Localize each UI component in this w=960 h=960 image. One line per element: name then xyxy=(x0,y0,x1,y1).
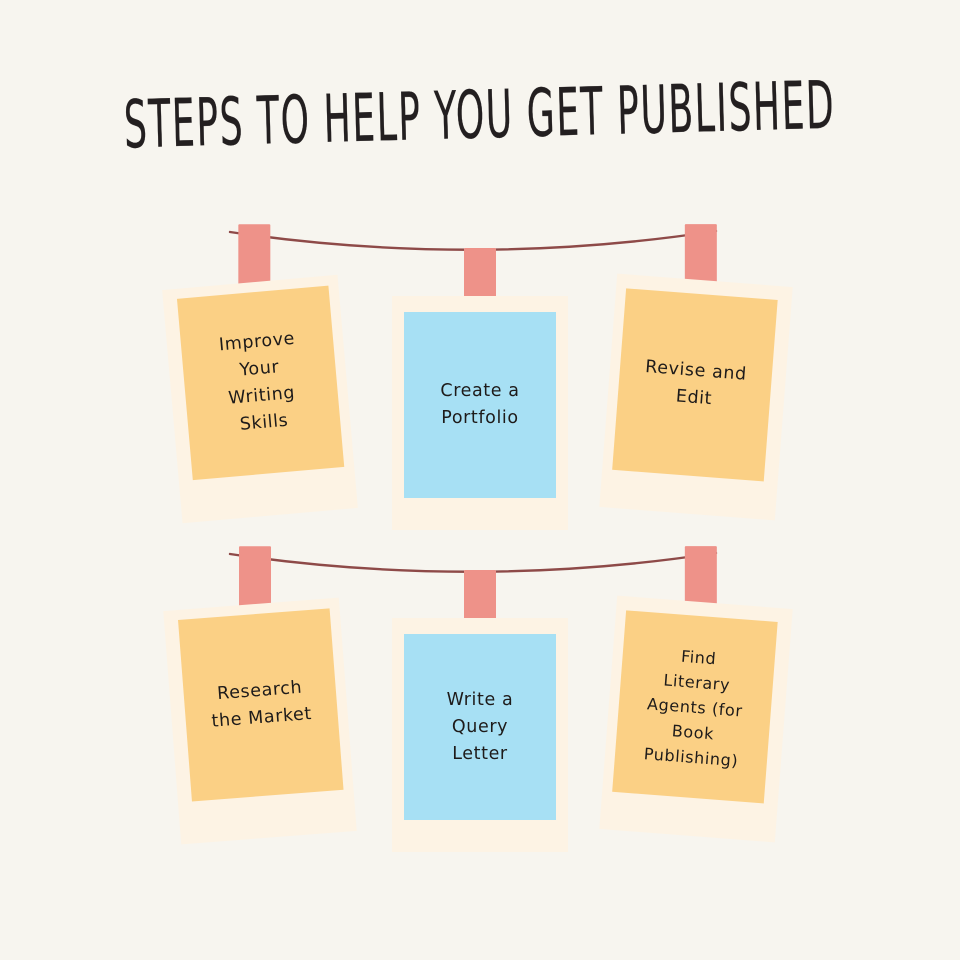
card-label: Improve Your Writing Skills xyxy=(218,328,296,435)
card-row-1: Improve Your Writing Skills Create a Por… xyxy=(0,220,960,560)
card-photo-area: Improve Your Writing Skills xyxy=(176,285,345,481)
card-photo-area: Write a Query Letter xyxy=(404,634,556,820)
card-find-literary-agents[interactable]: Find Literary Agents (for Book Publishin… xyxy=(599,546,793,843)
card-label: Create a Portfolio xyxy=(440,381,520,428)
card-label: Revise and Edit xyxy=(644,357,748,410)
card-label: Write a Query Letter xyxy=(446,689,514,764)
card-improve-your-writing-skills[interactable]: Improve Your Writing Skills xyxy=(162,224,358,524)
card-row-2: Research the Market Write a Query Letter… xyxy=(0,542,960,882)
card-photo-area: Research the Market xyxy=(178,608,344,802)
page-title-container: STEPS TO HELP YOU GET PUBLISHED xyxy=(0,67,960,164)
page-title-text: STEPS TO HELP YOU GET PUBLISHED xyxy=(123,66,837,164)
page-title: STEPS TO HELP YOU GET PUBLISHED xyxy=(35,67,926,164)
card-revise-and-edit[interactable]: Revise and Edit xyxy=(599,224,793,521)
card-research-the-market[interactable]: Research the Market xyxy=(163,546,357,845)
card-label: Find Literary Agents (for Book Publishin… xyxy=(643,646,744,770)
card-label: Research the Market xyxy=(210,677,313,732)
card-photo-area: Create a Portfolio xyxy=(404,312,556,498)
card-photo-area: Find Literary Agents (for Book Publishin… xyxy=(612,610,778,804)
card-write-a-query-letter[interactable]: Write a Query Letter xyxy=(392,570,568,852)
card-create-a-portfolio[interactable]: Create a Portfolio xyxy=(392,248,568,530)
card-photo-area: Revise and Edit xyxy=(612,288,778,482)
